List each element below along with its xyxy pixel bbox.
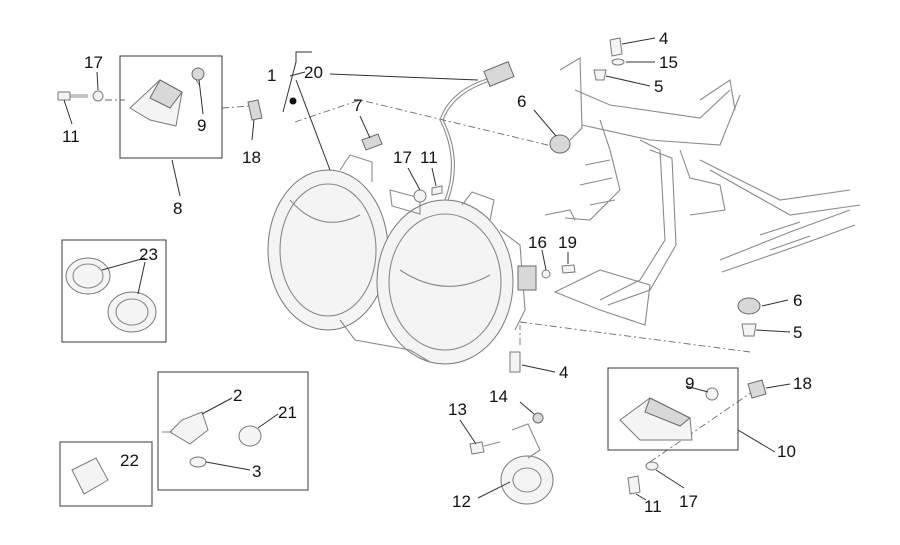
clip-18a xyxy=(247,99,263,121)
bolt-4b xyxy=(509,351,521,373)
callout-7: 7 xyxy=(353,96,362,115)
callout-17c: 17 xyxy=(679,492,698,511)
box-cap xyxy=(59,441,153,507)
callout-5b: 5 xyxy=(793,323,802,342)
spacer-5b xyxy=(741,323,757,337)
callout-16: 16 xyxy=(528,233,547,252)
ring-21 xyxy=(238,425,262,447)
left-lens xyxy=(267,169,389,331)
washer-15 xyxy=(611,58,625,66)
screw-11b xyxy=(431,185,443,196)
bulb-2 xyxy=(169,411,209,445)
callout-14: 14 xyxy=(489,387,508,406)
bulb-9b xyxy=(705,387,719,401)
callout-1: 1 xyxy=(267,66,276,85)
callout-4b: 4 xyxy=(559,363,568,382)
ref-dot xyxy=(289,97,297,105)
spacer-5a xyxy=(593,69,607,81)
callout-4a: 4 xyxy=(659,29,668,48)
callout-6a: 6 xyxy=(517,92,526,111)
right-lens xyxy=(376,199,514,365)
nut-14 xyxy=(532,412,544,424)
callout-11a: 11 xyxy=(62,127,80,146)
mounting-frame xyxy=(544,57,861,326)
bolt-13 xyxy=(469,441,485,455)
wiring-cable xyxy=(439,61,515,201)
callout-6b: 6 xyxy=(793,291,802,310)
callout-15: 15 xyxy=(659,53,678,72)
washer-17b xyxy=(413,189,427,203)
callout-5a: 5 xyxy=(654,77,663,96)
leader-lines xyxy=(63,37,791,501)
callout-8: 8 xyxy=(173,199,182,218)
turn-indicator-right xyxy=(619,387,719,441)
callout-12: 12 xyxy=(452,492,471,511)
callout-18a: 18 xyxy=(242,148,261,167)
headlight-assembly xyxy=(267,97,537,365)
callout-9a: 9 xyxy=(197,116,206,135)
spare-lenses xyxy=(65,257,157,333)
box-turn-indicator-right xyxy=(607,367,739,451)
callout-10: 10 xyxy=(777,442,796,461)
cap-22 xyxy=(71,457,109,495)
callout-19: 19 xyxy=(558,233,577,252)
callout-2: 2 xyxy=(233,386,242,405)
callout-9b: 9 xyxy=(685,374,694,393)
callout-13: 13 xyxy=(448,400,467,419)
callout-3: 3 xyxy=(252,462,261,481)
turn-indicator-left xyxy=(129,67,205,127)
clip-7 xyxy=(361,133,383,151)
callout-numbers: 1 20 17 11 9 18 8 7 17 11 6 4 15 5 16 19… xyxy=(62,29,812,516)
screw-19 xyxy=(561,264,576,274)
horn-12 xyxy=(500,423,554,505)
box-turn-indicator xyxy=(119,55,223,159)
bulb-set xyxy=(162,411,262,468)
grommet-6b xyxy=(737,297,761,315)
washer-17a xyxy=(92,90,104,102)
washer-17c xyxy=(645,461,659,471)
callout-20: 20 xyxy=(304,63,323,82)
screw-11a xyxy=(57,90,104,102)
box-bulbs xyxy=(157,371,309,491)
washer-16 xyxy=(541,269,551,279)
callout-17a: 17 xyxy=(84,53,103,72)
bulb-9a xyxy=(191,67,205,81)
side-connector xyxy=(517,265,537,291)
callout-11b: 11 xyxy=(420,148,438,167)
cable-plug xyxy=(483,61,515,87)
callout-21: 21 xyxy=(278,403,297,422)
callout-23: 23 xyxy=(139,245,158,264)
callout-18b: 18 xyxy=(793,374,812,393)
callout-17b: 17 xyxy=(393,148,412,167)
box-lenses xyxy=(61,239,167,343)
callout-22: 22 xyxy=(120,451,139,470)
bulb-3 xyxy=(189,456,207,468)
screw-11c xyxy=(627,475,641,495)
grommet-6a xyxy=(549,134,571,154)
clip-18b xyxy=(747,379,767,399)
bolt-4a xyxy=(609,37,623,57)
callout-11c: 11 xyxy=(644,497,662,516)
